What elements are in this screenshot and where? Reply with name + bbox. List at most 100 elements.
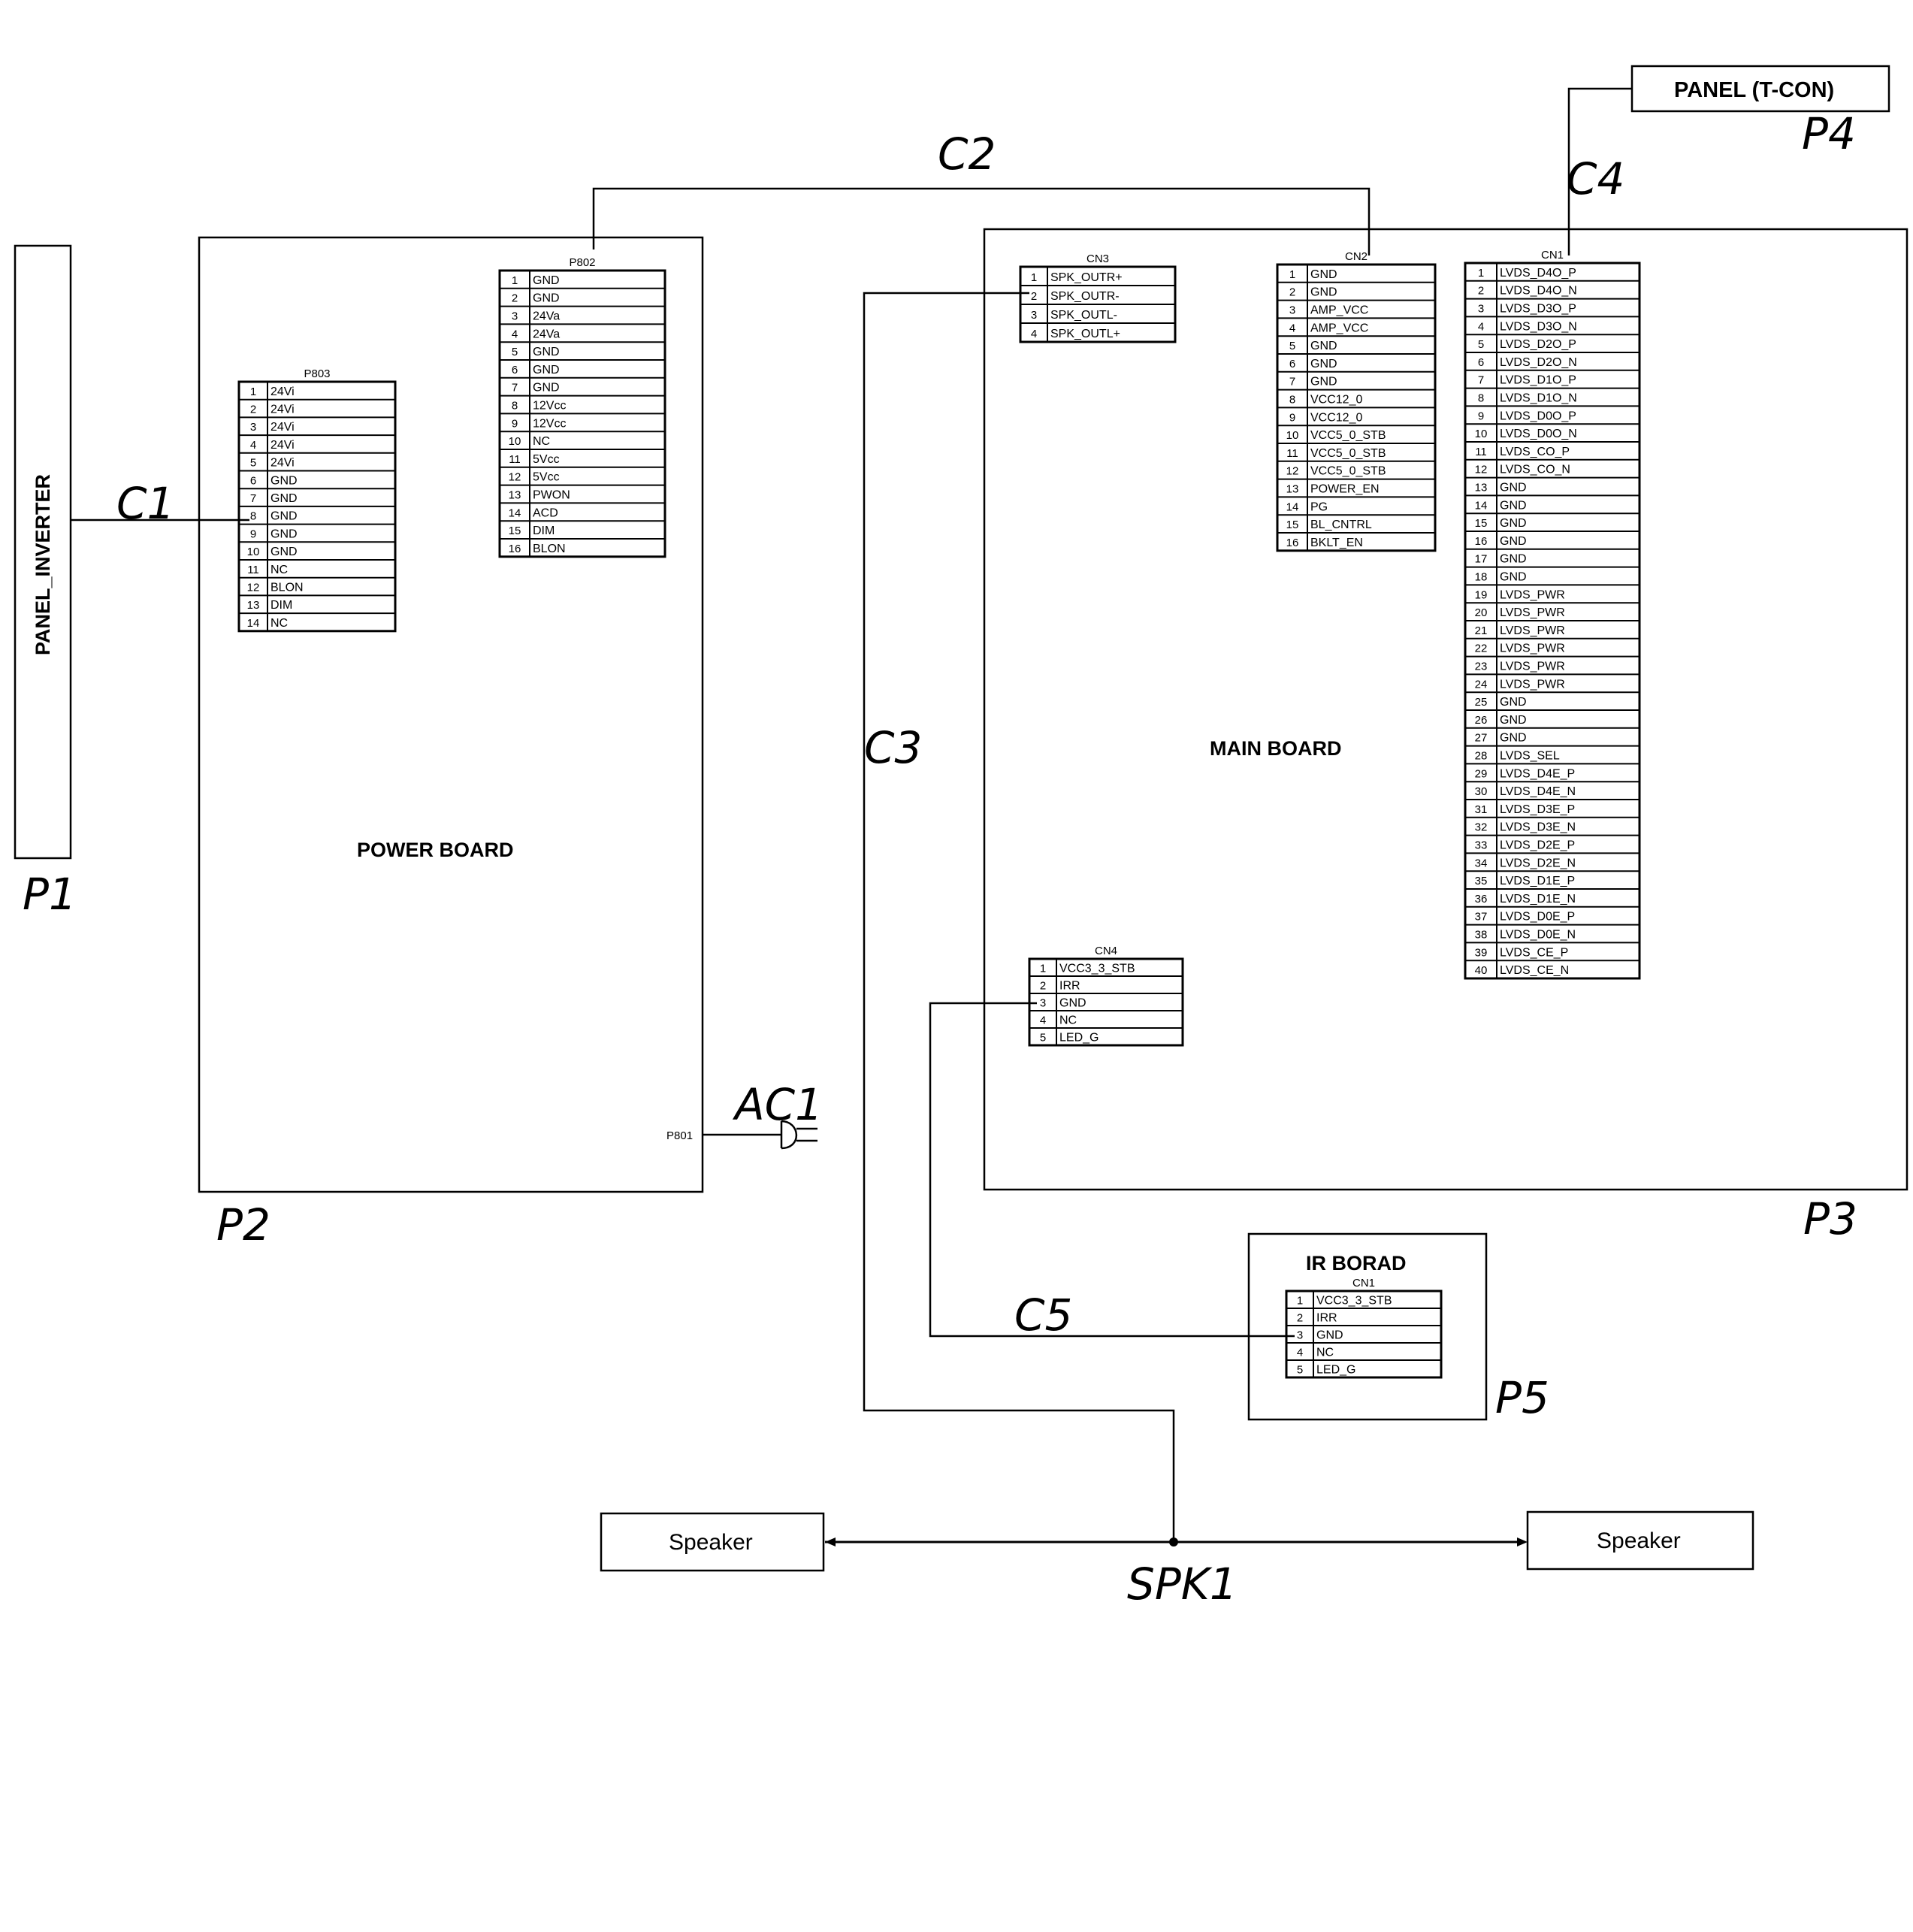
cn1-pin-number: 13 [1475,481,1488,494]
wire-c4 [1567,87,1632,255]
cn1-pin-signal: LVDS_CE_N [1500,964,1569,977]
cn1-pin-signal: LVDS_D4E_P [1500,767,1575,780]
p803-pin-signal: GND [270,492,298,505]
p802-pin-number: 12 [509,471,521,484]
cn1-pin-signal: LVDS_D3O_P [1500,302,1576,315]
ircn1-pin-number: 5 [1297,1363,1303,1376]
cn1-pin-signal: GND [1500,481,1527,494]
p803-pin-signal: BLON [270,581,304,594]
cn1-pin-signal: LVDS_CE_P [1500,946,1568,959]
cn1-pin-number: 33 [1475,839,1488,851]
p802-pin-number: 8 [512,399,518,412]
p802-pin-signal: ACD [533,506,558,519]
cn1-pin-signal: GND [1500,517,1527,530]
cn2-pin-number: 5 [1289,340,1295,352]
label-p5: P5 [1495,1372,1549,1423]
cn1-pin-number: 22 [1475,642,1488,655]
panel-inverter-box [14,244,72,860]
cn3-title: CN3 [1086,252,1109,265]
cn1-pin-signal: LVDS_PWR [1500,660,1565,673]
p802-pin-signal: BLON [533,543,566,555]
p802-pin-signal: 12Vcc [533,417,566,430]
cn4-pin-number: 3 [1040,996,1046,1009]
p803-pin-number: 7 [250,492,256,505]
cn1-pin-signal: LVDS_D2O_N [1500,356,1577,369]
p802-pin-signal: 5Vcc [533,471,560,484]
cn3-pin-number: 3 [1031,309,1037,322]
p802-pin-number: 7 [512,382,518,395]
cn1-pin-number: 27 [1475,732,1488,745]
cn2-pin-number: 2 [1289,286,1295,299]
cn2-pin-signal: PG [1310,500,1328,513]
cn2-pin-signal: GND [1310,376,1337,389]
cn1-pin-number: 9 [1478,410,1484,422]
cn1-pin-signal: GND [1500,732,1527,745]
speaker-left-label: Speaker [669,1530,753,1555]
cn1-pin-signal: LVDS_PWR [1500,588,1565,601]
p803-pin-number: 8 [250,510,256,523]
label-p3: P3 [1803,1193,1857,1244]
cn2-pin-number: 1 [1289,268,1295,281]
ircn1-pin-signal: LED_G [1316,1363,1355,1376]
label-ac1: AC1 [732,1079,823,1130]
cn2-pin-number: 6 [1289,358,1295,370]
cn4-outline [1028,957,1184,1047]
cn1-pin-signal: GND [1500,696,1527,709]
cn2-pin-signal: GND [1310,358,1337,370]
p802-pin-number: 1 [512,274,518,287]
cn1-pin-number: 23 [1475,660,1488,673]
cn1-pin-number: 36 [1475,893,1488,906]
label-c5: C5 [1014,1290,1072,1341]
label-c3: C3 [864,722,922,773]
p802-pin-number: 14 [509,506,521,519]
p803-pin-signal: NC [270,617,288,630]
cn4-title: CN4 [1095,945,1117,957]
cn1-pin-signal: LVDS_SEL [1500,749,1560,762]
p803-pin-number: 12 [247,581,260,594]
cn1-pin-number: 12 [1475,464,1488,476]
cn2-pin-signal: BL_CNTRL [1310,519,1372,531]
p803-pin-signal: 24Vi [270,403,295,416]
main-board-box [983,228,1908,1191]
p803-pin-signal: GND [270,510,298,523]
cn2-pin-number: 3 [1289,304,1295,316]
cn2-pin-signal: GND [1310,340,1337,352]
cn2-pin-signal: GND [1310,286,1337,299]
cn1-pin-number: 15 [1475,517,1488,530]
cn4-pin-number: 1 [1040,962,1046,975]
p803-pin-signal: GND [270,528,298,540]
power-board-box [198,236,704,1193]
cn4-pin-signal: VCC3_3_STB [1059,962,1135,975]
ircn1-pin-signal: GND [1316,1329,1343,1341]
ircn1-pin-signal: IRR [1316,1311,1337,1324]
label-c4: C4 [1567,153,1624,204]
cn4-pin-number: 2 [1040,979,1046,992]
p803-pin-number: 9 [250,528,256,540]
p802-pin-number: 15 [509,525,521,537]
cn1-pin-number: 7 [1478,374,1484,387]
cn1-pin-signal: LVDS_D3E_N [1500,821,1576,834]
cn1-pin-number: 8 [1478,392,1484,404]
cn2-pin-signal: BKLT_EN [1310,537,1363,549]
ircn1-pin-signal: VCC3_3_STB [1316,1294,1392,1307]
cn4-pin-number: 4 [1040,1014,1046,1026]
cn1-pin-signal: LVDS_D2E_N [1500,857,1576,869]
cn1-pin-number: 3 [1478,302,1484,315]
cn1-pin-number: 1 [1478,267,1484,280]
cn1-pin-number: 28 [1475,749,1488,762]
cn2-pin-number: 8 [1289,393,1295,406]
cn2-pin-signal: AMP_VCC [1310,322,1368,334]
cn2-pin-signal: POWER_EN [1310,482,1380,495]
p803-pin-signal: 24Vi [270,421,295,434]
cn1-pin-number: 19 [1475,588,1488,601]
cn1-pin-signal: LVDS_D0O_P [1500,410,1576,422]
label-c2: C2 [938,128,996,180]
cn1-pin-number: 24 [1475,678,1488,691]
cn1-pin-number: 26 [1475,714,1488,727]
ircn1-title: CN1 [1352,1277,1375,1290]
p803-pin-signal: GND [270,546,298,558]
p802-pin-signal: 24Va [533,328,560,340]
cn4-pin-signal: IRR [1059,979,1080,992]
